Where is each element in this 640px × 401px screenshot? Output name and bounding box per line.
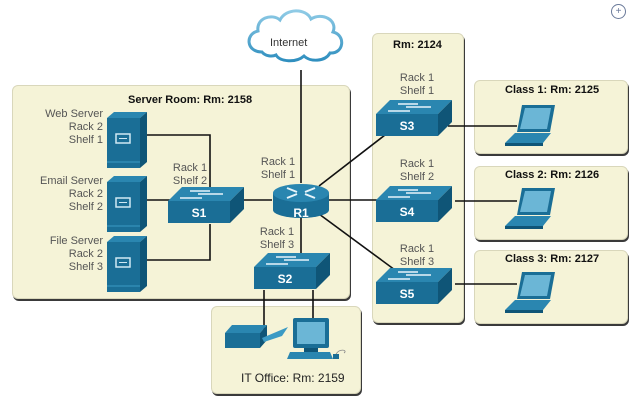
link-web-s1 [146,134,211,189]
switch-label: S2 [278,272,293,286]
printer-icon [225,325,288,348]
server-icon [107,112,147,168]
it-office-room [211,306,361,394]
email-server-label: Email Server Rack 2 Shelf 2 [40,175,103,213]
switch-s3[interactable]: S3 [376,100,452,136]
s4-location: Rack 1 Shelf 2 [399,158,435,183]
web-server-label: Web Server Rack 2 Shelf 1 [45,108,103,146]
server-icon [107,176,147,232]
room-2124-title: Rm: 2124 [393,39,442,51]
router-arrows-icon [286,187,316,199]
class1-title: Class 1: Rm: 2125 [505,84,600,96]
s3-location: Rack 1 Shelf 1 [399,72,435,97]
switch-label: S3 [400,119,415,133]
switch-arrows-icon [180,190,223,199]
laptop-icon [505,272,555,313]
switch-s4[interactable]: S4 [376,186,452,222]
r1-location: Rack 1 Shelf 1 [260,156,296,181]
expand-icon[interactable]: + [611,4,626,19]
link-r1-s5 [318,213,396,271]
switch-s5[interactable]: S5 [376,268,452,304]
s5-location: Rack 1 Shelf 3 [399,243,435,268]
switch-arrows-icon [388,271,431,280]
switch-s1[interactable]: S1 [168,187,244,223]
s1-location: Rack 1 Shelf 2 [172,162,208,187]
switch-arrows-icon [388,103,431,112]
switch-label: S5 [400,287,415,301]
router-r1[interactable]: R1 [273,184,329,220]
class2-title: Class 2: Rm: 2126 [505,169,600,181]
internet-cloud-icon [247,9,344,63]
switch-s2[interactable]: S2 [254,253,330,289]
switch-arrows-icon [388,189,431,198]
switch-arrows-icon [266,256,309,265]
file-server-label: File Server Rack 2 Shelf 3 [49,235,103,273]
laptop-icon [505,188,555,229]
endpoints [225,105,555,359]
links [146,70,517,331]
switch-label: S4 [400,205,415,219]
desktop-pc-icon [287,318,346,359]
switch-label: S1 [192,206,207,220]
class3-title: Class 3: Rm: 2127 [505,253,600,265]
s2-location: Rack 1 Shelf 3 [259,226,295,251]
link-r1-s3 [318,134,386,187]
laptop-icon [505,105,555,146]
it-office-title: IT Office: Rm: 2159 [241,371,345,385]
router-label: R1 [293,206,309,220]
server-icon [107,236,147,292]
servers [107,112,147,292]
link-file-s1 [146,224,211,261]
server-room-title: Server Room: Rm: 2158 [128,94,253,106]
internet-label: Internet [270,37,308,49]
